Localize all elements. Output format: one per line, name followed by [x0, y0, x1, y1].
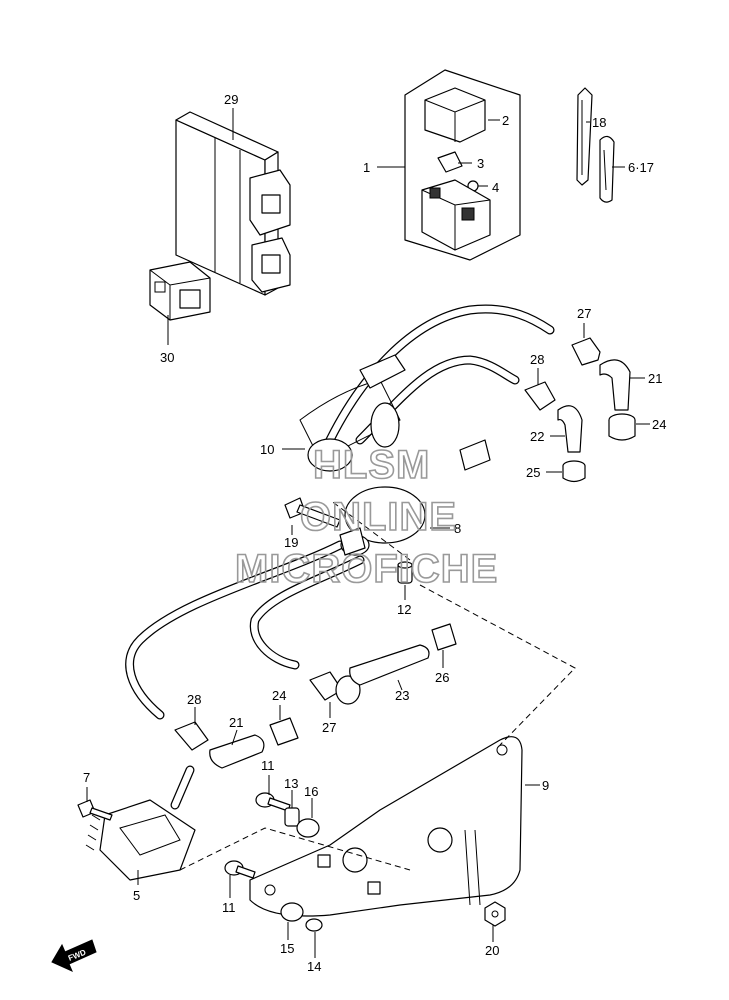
starter-relay-assembly-part-1	[404, 69, 521, 261]
seal-part-25	[562, 460, 586, 483]
bolt-part-19	[284, 497, 341, 528]
callout-4: 4	[492, 180, 499, 195]
bracket-part-9	[249, 736, 523, 917]
leader-lines	[86, 108, 650, 958]
fwd-arrow-icon: FWD	[51, 939, 97, 972]
callout-29: 29	[224, 92, 238, 107]
callout-11-lower: 11	[222, 900, 236, 915]
plug-cap-part-23	[349, 644, 430, 686]
callout-1: 1	[363, 160, 370, 175]
seal-part-24-upper	[608, 413, 636, 441]
collar-part-14	[305, 918, 323, 932]
callout-18: 18	[592, 115, 606, 130]
ignition-coil-front-part-10	[299, 304, 555, 472]
callout-27-upper: 27	[577, 306, 591, 321]
callout-labels: 29 30 1 2 3 4 18 6·17 27 28 21 24 22 25 …	[83, 92, 666, 974]
callout-26: 26	[435, 670, 449, 685]
callout-3: 3	[477, 156, 484, 171]
regulator-part-5	[85, 765, 196, 881]
callout-12: 12	[397, 602, 411, 617]
watermark-line-3: MICROFICHE	[235, 547, 498, 591]
callout-21-lower: 21	[229, 715, 243, 730]
callout-24-upper: 24	[652, 417, 666, 432]
wire-clip-part-18	[576, 87, 593, 186]
clamp-part-6-17	[599, 135, 615, 203]
callout-30: 30	[160, 350, 174, 365]
nut-part-20	[484, 901, 506, 927]
callout-27-lower: 27	[322, 720, 336, 735]
callout-5: 5	[133, 888, 140, 903]
callout-23: 23	[395, 688, 409, 703]
callout-6-17: 6·17	[628, 160, 654, 175]
watermark-line-2: ONLINE	[300, 495, 457, 539]
connector-part-30	[149, 261, 211, 321]
plug-cap-part-21-lower	[209, 734, 265, 769]
bolt-part-11-lower	[224, 860, 256, 879]
callout-15: 15	[280, 941, 294, 956]
callout-28-upper: 28	[530, 352, 544, 367]
bolt-part-7	[77, 799, 113, 821]
callout-13: 13	[284, 776, 298, 791]
cap-part-27-upper	[571, 337, 601, 366]
plug-cap-part-21-upper	[599, 359, 631, 411]
collar-part-13	[284, 807, 300, 827]
grommet-part-16	[296, 818, 320, 838]
callout-10: 10	[260, 442, 274, 457]
callout-8: 8	[454, 521, 461, 536]
callout-28-lower: 28	[187, 692, 201, 707]
callout-24-lower: 24	[272, 688, 286, 703]
callout-16: 16	[304, 784, 318, 799]
cap-part-27-lower	[309, 671, 361, 705]
callout-9: 9	[542, 778, 549, 793]
ecm-unit-part-29	[175, 111, 291, 296]
callout-11-upper: 11	[261, 758, 275, 773]
callout-22: 22	[530, 429, 544, 444]
callout-19: 19	[284, 535, 298, 550]
seal-part-26	[431, 623, 457, 651]
ignition-coil-rear-part-8	[125, 486, 426, 720]
callout-25: 25	[526, 465, 540, 480]
bolt-part-11-upper	[255, 792, 291, 812]
watermark: HLSM ONLINE MICROFICHE	[234, 442, 498, 592]
callout-21-upper: 21	[648, 371, 662, 386]
callout-20: 20	[485, 943, 499, 958]
callout-2: 2	[502, 113, 509, 128]
plug-cap-part-22	[557, 405, 583, 453]
spacer-part-12	[397, 561, 413, 584]
seal-part-24-lower	[269, 717, 299, 746]
grommet-part-15	[280, 902, 304, 922]
watermark-line-1: HLSM	[313, 443, 430, 487]
cap-part-28-upper	[524, 381, 556, 411]
assembly-lines	[179, 499, 576, 871]
callout-14: 14	[307, 959, 321, 974]
callout-7: 7	[83, 770, 90, 785]
cap-part-28-lower	[174, 721, 209, 751]
